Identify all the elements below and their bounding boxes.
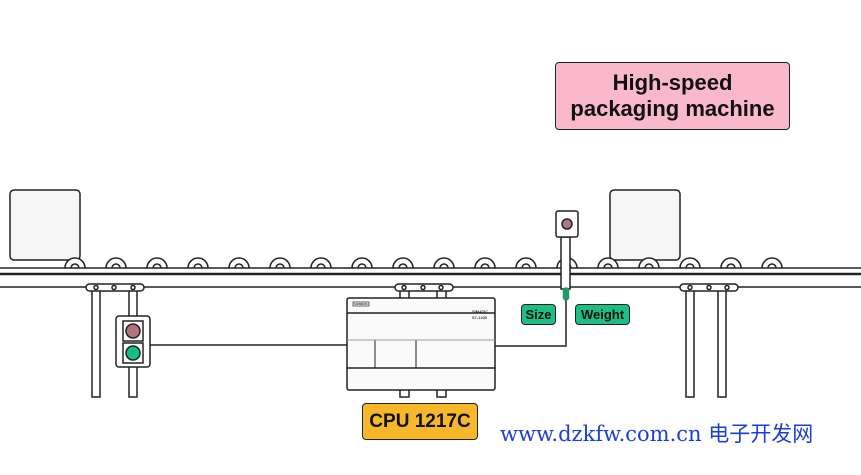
roller: [105, 257, 127, 269]
roller: [392, 257, 414, 269]
size-sensor-label: Size: [521, 304, 556, 325]
wire: [495, 300, 567, 347]
roller: [269, 257, 291, 269]
weight-sensor-label: Weight: [575, 304, 630, 325]
roller: [228, 257, 250, 269]
roller: [726, 263, 736, 269]
machine-title: High-speed packaging machine: [555, 62, 790, 130]
roller: [720, 257, 742, 269]
sensor: [555, 210, 579, 301]
title-line1: High-speed: [612, 70, 733, 95]
roller: [398, 263, 408, 269]
roller: [644, 263, 654, 269]
red-light-icon: [125, 323, 141, 339]
leg: [91, 289, 101, 398]
roller: [70, 263, 80, 269]
roller: [316, 263, 326, 269]
plc-brand: SIEMENS: [354, 302, 368, 306]
roller: [679, 257, 701, 269]
roller: [433, 257, 455, 269]
roller: [187, 257, 209, 269]
watermark: www.dzkfw.com.cn 电子开发网: [500, 422, 814, 446]
roller: [351, 257, 373, 269]
roller: [685, 263, 695, 269]
roller: [521, 263, 531, 269]
roller: [767, 263, 777, 269]
roller: [152, 263, 162, 269]
roller: [357, 263, 367, 269]
leg: [717, 289, 727, 398]
roller: [761, 257, 783, 269]
package-box-right: [609, 189, 681, 261]
plc-model-line2: S7-1200: [472, 315, 488, 320]
roller: [193, 263, 203, 269]
roller: [515, 257, 537, 269]
roller: [275, 263, 285, 269]
roller: [439, 263, 449, 269]
roller: [234, 263, 244, 269]
plc-model-line1: SIMATIC: [472, 309, 489, 314]
roller: [480, 263, 490, 269]
roller: [64, 257, 86, 269]
leg: [685, 289, 695, 398]
sensor-light-icon: [561, 218, 573, 230]
roller: [310, 257, 332, 269]
cpu-label: CPU 1217C: [362, 403, 478, 440]
plc-unit: [346, 297, 496, 391]
package-box-left: [9, 189, 81, 261]
traffic-light: [115, 315, 151, 368]
roller: [111, 263, 121, 269]
roller: [474, 257, 496, 269]
green-light-icon: [125, 345, 141, 361]
roller: [146, 257, 168, 269]
roller: [603, 263, 613, 269]
roller: [638, 257, 660, 269]
title-line2: packaging machine: [570, 96, 775, 121]
sensor-head: [562, 287, 570, 301]
roller: [597, 257, 619, 269]
